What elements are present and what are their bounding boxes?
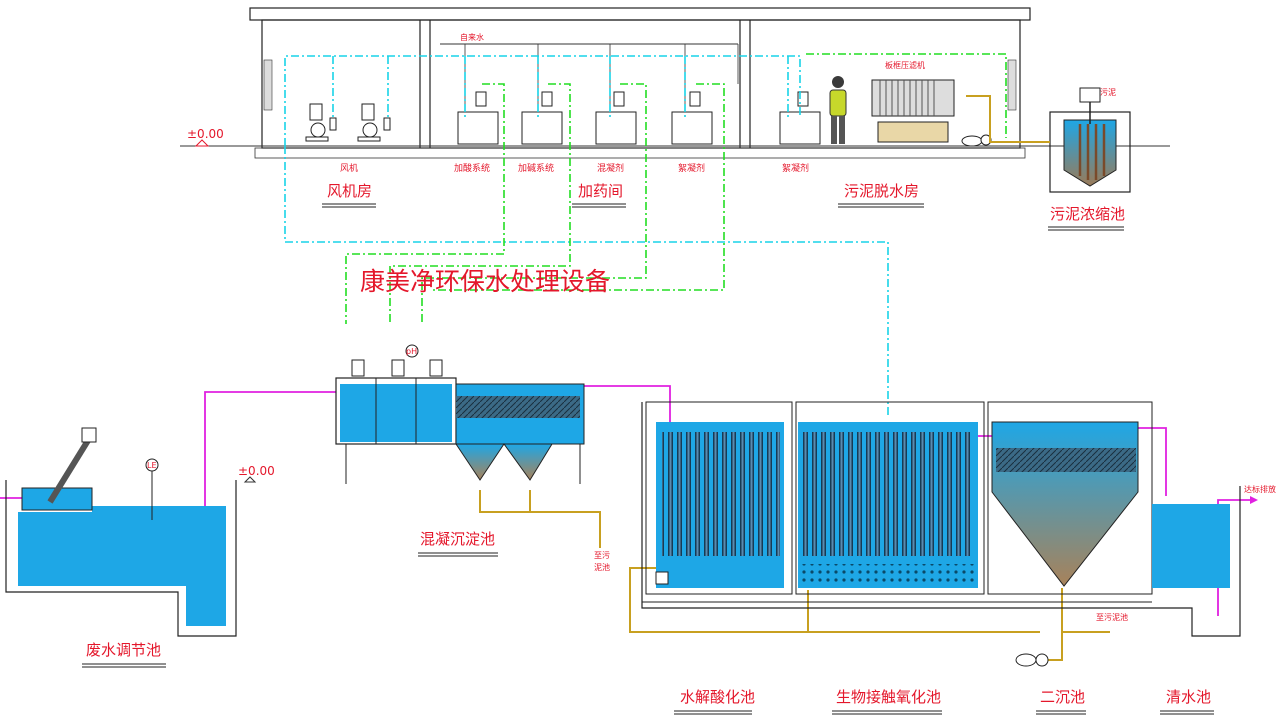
tap-water-label: 自来水 [460,32,484,42]
dosing-tanks [457,91,821,145]
secondary-clarifier-label: 二沉池 [1040,688,1085,706]
ground-level-mark-lower: ±0.00 [238,464,275,483]
contact-oxidation-tank [798,422,978,588]
company-watermark: 康美净环保水处理设备 [360,267,610,296]
flocculant-label-2: 絮凝剂 [782,162,809,174]
sludge-thickener-tank: 污泥 [1049,87,1131,193]
to-sludge-label-1b: 泥池 [594,562,610,572]
coagulant-label: 混凝剂 [597,162,624,174]
sludge-room-label: 污泥脱水房 [844,182,919,200]
ground-level-mark-upper: ±0.00 [187,127,224,147]
secondary-clarifier [991,421,1139,587]
ph-sensor-label: pH [406,347,417,356]
clear-water-tank [1152,504,1230,588]
chemical-pipeline [345,53,1007,324]
coag-sedimentation-label: 混凝沉淀池 [420,530,495,548]
coagulation-sedimentation-tank: pH [335,344,585,484]
level-sensor-label: LE [147,461,157,470]
equipment-building [180,7,1170,159]
sludge-pipeline [479,95,1110,661]
filter-press: 板框压滤机 [871,60,955,143]
sludge-inlet-label: 污泥 [1100,87,1116,97]
alkali-system-label: 加碱系统 [518,162,554,174]
sludge-pump-upper [961,134,992,147]
blower-units [305,103,391,142]
equalization-tank: LE [5,427,237,637]
sludge-thickener-label: 污泥浓缩池 [1050,205,1125,223]
blower-room-label: 风机房 [327,182,372,200]
operator-figure [829,76,847,144]
level-label-upper: ±0.00 [187,127,224,141]
equalization-tank-label: 废水调节池 [86,641,161,659]
sludge-return-pump [655,571,1049,667]
acid-system-label: 加酸系统 [454,162,490,174]
dosing-room-label: 加药间 [578,182,623,200]
blower-label: 风机 [340,162,358,174]
hydrolysis-tank-label: 水解酸化池 [680,688,755,706]
level-label-lower: ±0.00 [238,464,275,478]
to-sludge-label-1a: 至污 [594,550,610,560]
biological-tank-block [641,401,1241,637]
contact-oxidation-label: 生物接触氧化池 [836,688,941,706]
clear-water-label: 清水池 [1166,688,1211,706]
to-sludge-label-2: 至污泥池 [1096,612,1128,622]
discharge-label: 达标排放 [1244,484,1276,494]
air-pipeline [284,55,889,418]
hydrolysis-tank [656,422,784,588]
flocculant-label-1: 絮凝剂 [678,162,705,174]
filter-press-label: 板框压滤机 [885,60,925,70]
